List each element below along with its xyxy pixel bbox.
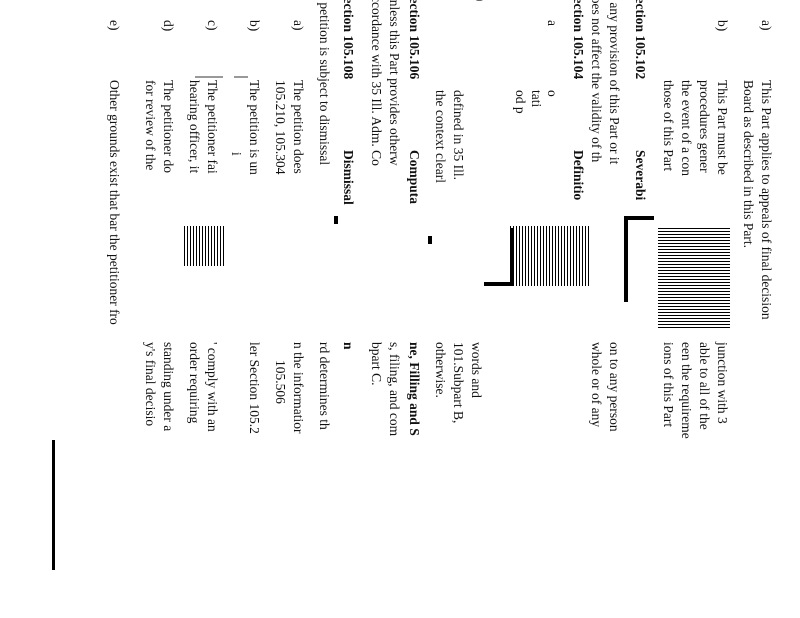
fragment-text: tati	[529, 90, 544, 108]
text-line: order requiring	[187, 342, 202, 424]
text-line: whole or of any	[589, 342, 604, 428]
fragment-text: o	[545, 90, 560, 97]
text-line: does not affect the validity of th	[589, 0, 604, 163]
item-label-a: a)	[759, 20, 774, 31]
text-line: junction with 3	[715, 342, 730, 424]
text-line: 105.506	[273, 360, 288, 404]
item-label-b: b)	[715, 20, 730, 32]
rotated-document-body: a) This Part applies to appeals of final…	[70, 0, 774, 460]
text-line: the context clearl	[433, 90, 448, 183]
text-line: bpart C.	[369, 342, 384, 386]
item-label-e: e)	[107, 20, 122, 31]
fragment-text: i	[229, 152, 244, 156]
section-title-continued: ne, Filling and S	[407, 342, 422, 436]
text-line: The petitioner fai	[205, 80, 220, 174]
item-label-a: a)	[291, 20, 306, 31]
item-label-b: b)	[247, 20, 262, 32]
scan-bar-mark	[624, 216, 654, 220]
text-line: the event of a con	[679, 80, 694, 176]
text-line: n the informatior	[291, 342, 306, 434]
text-line: procedures gener	[697, 80, 712, 173]
scan-bar-mark	[428, 236, 432, 244]
text-line: for review of the	[143, 80, 158, 171]
fragment-text: a	[545, 20, 560, 26]
redaction-scribble	[658, 228, 730, 328]
scan-bar-mark	[510, 228, 514, 284]
item-label-c: c)	[205, 20, 220, 31]
text-line: words and	[469, 342, 484, 398]
text-line: The petition does	[291, 80, 306, 174]
text-line: rd determines th	[317, 342, 332, 430]
text-line: ler Section 105.2	[247, 342, 262, 434]
scan-bar-mark	[52, 440, 55, 570]
section-title: Computa	[407, 150, 422, 205]
section-heading-105-106: Section 105.106	[407, 0, 422, 80]
text-line: 105.210, 105.304	[273, 80, 288, 175]
scan-dash-mark	[195, 76, 223, 78]
section-heading-105-102: Section 105.102	[633, 0, 648, 80]
text-line: standing under a	[161, 342, 176, 432]
text-line: This Part applies to appeals of final de…	[759, 80, 774, 320]
section-title: Definitio	[571, 150, 586, 201]
section-title: Dismissal	[341, 150, 356, 205]
section-title-continued: n	[341, 342, 356, 350]
text-line: defined in 35 Ill.	[451, 90, 466, 180]
text-line: s, filing, and com	[387, 342, 402, 437]
text-line: If any provision of this Part or it	[607, 0, 622, 165]
text-line: Board as described in this Part.	[741, 80, 756, 248]
item-label-d: d)	[161, 20, 176, 32]
redaction-scribble	[184, 226, 224, 266]
section-heading-105-104: Section 105.104	[571, 0, 586, 80]
text-line: The petitioner do	[161, 80, 176, 173]
text-line: ' comply with an	[205, 342, 220, 432]
text-line: those of this Part	[661, 80, 676, 172]
section-title: Severabi	[633, 150, 648, 201]
scan-bar-mark	[624, 216, 628, 302]
fragment-text: od p	[513, 90, 528, 114]
text-line: hearing officer, it	[187, 80, 202, 174]
section-heading-105-108: Section 105.108	[341, 0, 356, 80]
text-line: The petition is un	[247, 80, 262, 175]
item-label-b: b)	[472, 0, 488, 1]
text-line: 101.Subpart B,	[451, 342, 466, 424]
text-line: een the requireme	[679, 342, 694, 439]
text-line: on to any person	[607, 342, 622, 432]
text-line: accordance with 35 Ill. Adm. Co	[369, 0, 384, 166]
text-line: y's final decisio	[143, 342, 158, 427]
text-line: otherwise.	[433, 342, 448, 398]
redaction-scribble	[510, 226, 590, 286]
scan-bar-mark	[484, 282, 514, 286]
text-line: able to all of the	[697, 342, 712, 430]
text-line: This Part must be	[715, 80, 730, 175]
text-line: Unless this Part provides otherw	[387, 0, 402, 166]
scan-bar-mark	[334, 216, 338, 224]
text-line: ions of this Part	[661, 342, 676, 428]
text-line: Other grounds exist that bar the petitio…	[107, 80, 122, 325]
text-line: A petition is subject to dismissal	[317, 0, 332, 166]
scan-dash-mark	[234, 76, 248, 78]
